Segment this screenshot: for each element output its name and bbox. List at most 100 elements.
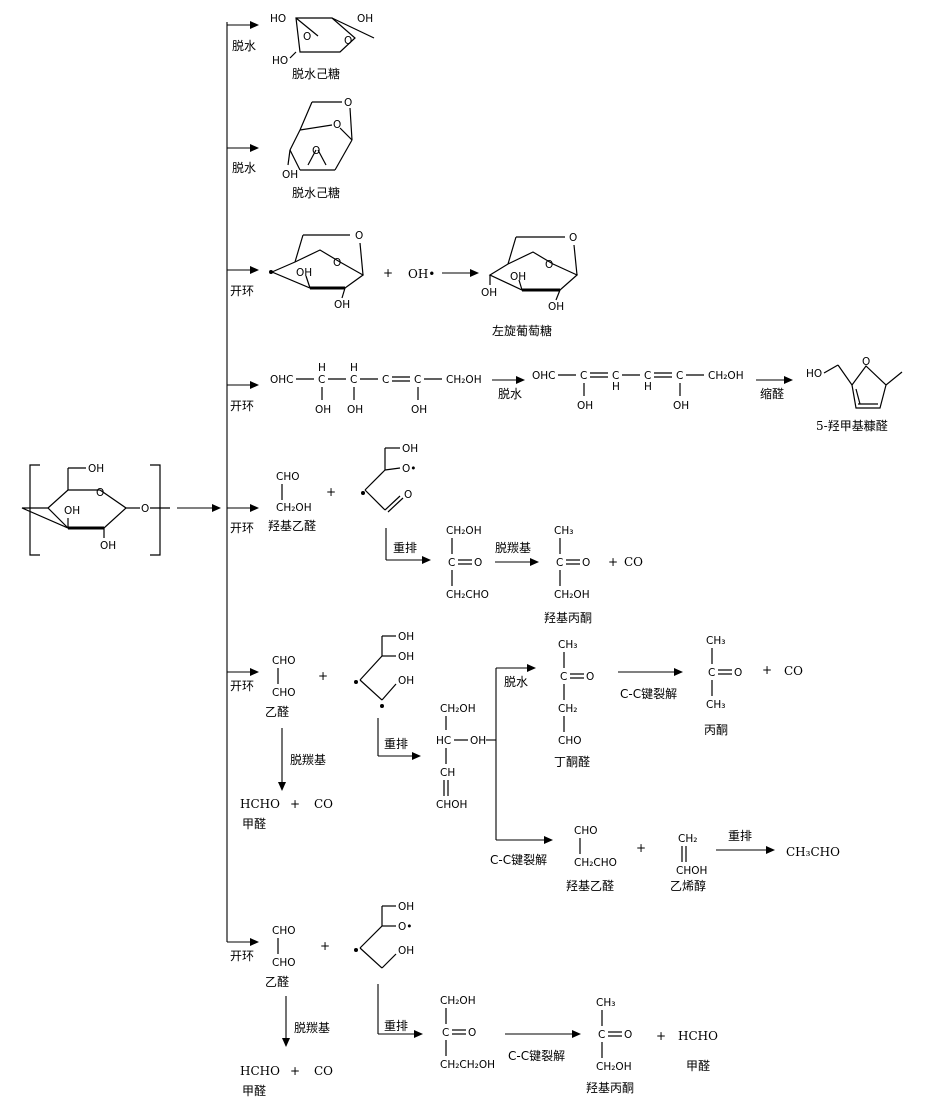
ho-label: HO — [806, 368, 822, 380]
choh-label: CHOH — [436, 799, 467, 811]
oh-label: OH — [673, 400, 689, 412]
butanonal-name: 丁酮醛 — [554, 754, 590, 769]
ring-o-label: O — [333, 257, 341, 269]
plus-sign: + — [318, 669, 328, 683]
o-radical-label: O• — [398, 921, 412, 933]
oh-label: OH — [481, 287, 497, 299]
plus-sign: + — [608, 555, 618, 569]
c-label: C — [414, 374, 421, 386]
h-label: H — [644, 381, 652, 393]
furan-o-label: O — [862, 356, 870, 368]
co-formula: CO — [624, 555, 643, 569]
cho-label: CHO — [276, 471, 300, 483]
o-label: O — [404, 489, 412, 501]
o-label: O — [624, 1029, 632, 1041]
ring-o-label: O — [545, 259, 553, 271]
oh-label: OH — [88, 463, 104, 475]
plus-sign: + — [290, 797, 300, 811]
oh-label: OH — [64, 505, 80, 517]
c-label: C — [350, 374, 357, 386]
oh-label: OH — [577, 400, 593, 412]
ring-opening-label: 开环 — [230, 284, 254, 298]
ch2oh-label: CH₂OH — [440, 703, 476, 715]
ohc-label: OHC — [270, 374, 294, 386]
ch2-label: CH₂ — [678, 833, 697, 845]
hydroxyacetone-name: 羟基丙酮 — [586, 1080, 634, 1095]
decarbonylation-label: 脱羰基 — [290, 752, 326, 767]
ring-o-label: O — [344, 97, 352, 109]
ch2cho-label: CH₂CHO — [574, 857, 617, 869]
ho-label: HO — [272, 55, 288, 67]
ch3-label: CH₃ — [554, 525, 573, 537]
o-label: O — [474, 557, 482, 569]
cellulose-unit: OH O O OH OH — [21, 463, 170, 556]
glyoxal-structure-2: CHO CHO — [272, 925, 296, 969]
plus-sign: + — [290, 1064, 300, 1078]
anhydrohexose-1: O HO OH O HO — [270, 13, 375, 67]
oh-label: OH — [398, 675, 414, 687]
acetone-name: 丙酮 — [704, 723, 728, 737]
oh-label: OH — [347, 404, 363, 416]
dehydration-label: 脱水 — [232, 38, 256, 53]
butanonal-structure: CH₃ C O CH₂ CHO — [558, 639, 594, 747]
epoxide-o-label: O — [312, 145, 320, 157]
glyoxal-name: 乙醛 — [265, 974, 289, 989]
ohc-label: OHC — [532, 370, 556, 382]
oh-label: OH — [398, 945, 414, 957]
oh-label: OH — [411, 404, 427, 416]
oh-label: OH — [357, 13, 373, 25]
c-label: C — [560, 671, 567, 683]
plus-sign: + — [383, 266, 393, 280]
ch2oh-label: CH₂OH — [276, 502, 312, 514]
oh-label: OH — [334, 299, 350, 311]
cho-label: CHO — [272, 957, 296, 969]
anhydrohexose-2: O O O OH — [282, 97, 353, 181]
ring-opening-label: 开环 — [230, 679, 254, 693]
dehydration-label: 脱水 — [504, 674, 528, 689]
choh-label: CHOH — [676, 865, 707, 877]
intermediate-ketone-2: CH₂OH C O CH₂CH₂OH — [440, 995, 495, 1071]
oh-label: OH — [100, 540, 116, 552]
ch2cho-label: CH₂CHO — [446, 589, 489, 601]
cho-label: CHO — [272, 925, 296, 937]
o-radical-label: O• — [402, 463, 416, 475]
cho-label: CHO — [272, 687, 296, 699]
c-label: C — [580, 370, 587, 382]
levoglucosan-structure: O O OH OH OH — [481, 232, 579, 313]
hydroxyacetone-structure-2: CH₃ C O CH₂OH — [596, 997, 632, 1073]
cho-label: CHO — [558, 735, 582, 747]
decarbonylation-label: 脱羰基 — [294, 1020, 330, 1035]
glyoxal-structure-1: CHO CHO — [272, 655, 296, 699]
hc-label: HC — [436, 735, 451, 747]
o-label: O — [468, 1027, 476, 1039]
ch3-label: CH₃ — [706, 635, 725, 647]
plus-sign: + — [320, 939, 330, 953]
vinyl-alcohol-name: 乙烯醇 — [670, 878, 706, 893]
ch3-label: CH₃ — [596, 997, 615, 1009]
hydroxyacetone-structure-1: CH₃ C O CH₂OH — [554, 525, 590, 601]
hydroxyacetaldehyde-structure-2: CHO CH₂CHO — [574, 825, 617, 869]
ch2ch2oh-label: CH₂CH₂OH — [440, 1059, 495, 1071]
c-label: C — [382, 374, 389, 386]
anhydrohexose-name: 脱水己糖 — [292, 185, 340, 200]
h-label: H — [318, 362, 326, 374]
rearrangement-label: 重排 — [393, 541, 417, 555]
c-label: C — [676, 370, 683, 382]
c-label: C — [612, 370, 619, 382]
hydroxyacetaldehyde-name: 羟基乙醛 — [268, 518, 316, 533]
formaldehyde-name: 甲醛 — [242, 1083, 266, 1098]
oh-label: OH — [398, 901, 414, 913]
cc-cleavage-label: C-C键裂解 — [508, 1049, 565, 1063]
c-label: C — [708, 667, 715, 679]
plus-sign: + — [636, 841, 646, 855]
co-formula: CO — [314, 1064, 333, 1078]
open-chain-2: OHC C OH C H C H C OH CH₂OH — [532, 370, 744, 412]
oh-label: OH — [296, 267, 312, 279]
formaldehyde-name: 甲醛 — [242, 816, 266, 831]
cc-cleavage-label: C-C键裂解 — [620, 687, 677, 701]
cho-label: CHO — [272, 655, 296, 667]
vinyl-alcohol-structure: CH₂ CHOH — [676, 833, 707, 877]
o-label: O — [734, 667, 742, 679]
plus-sign: + — [656, 1029, 666, 1043]
